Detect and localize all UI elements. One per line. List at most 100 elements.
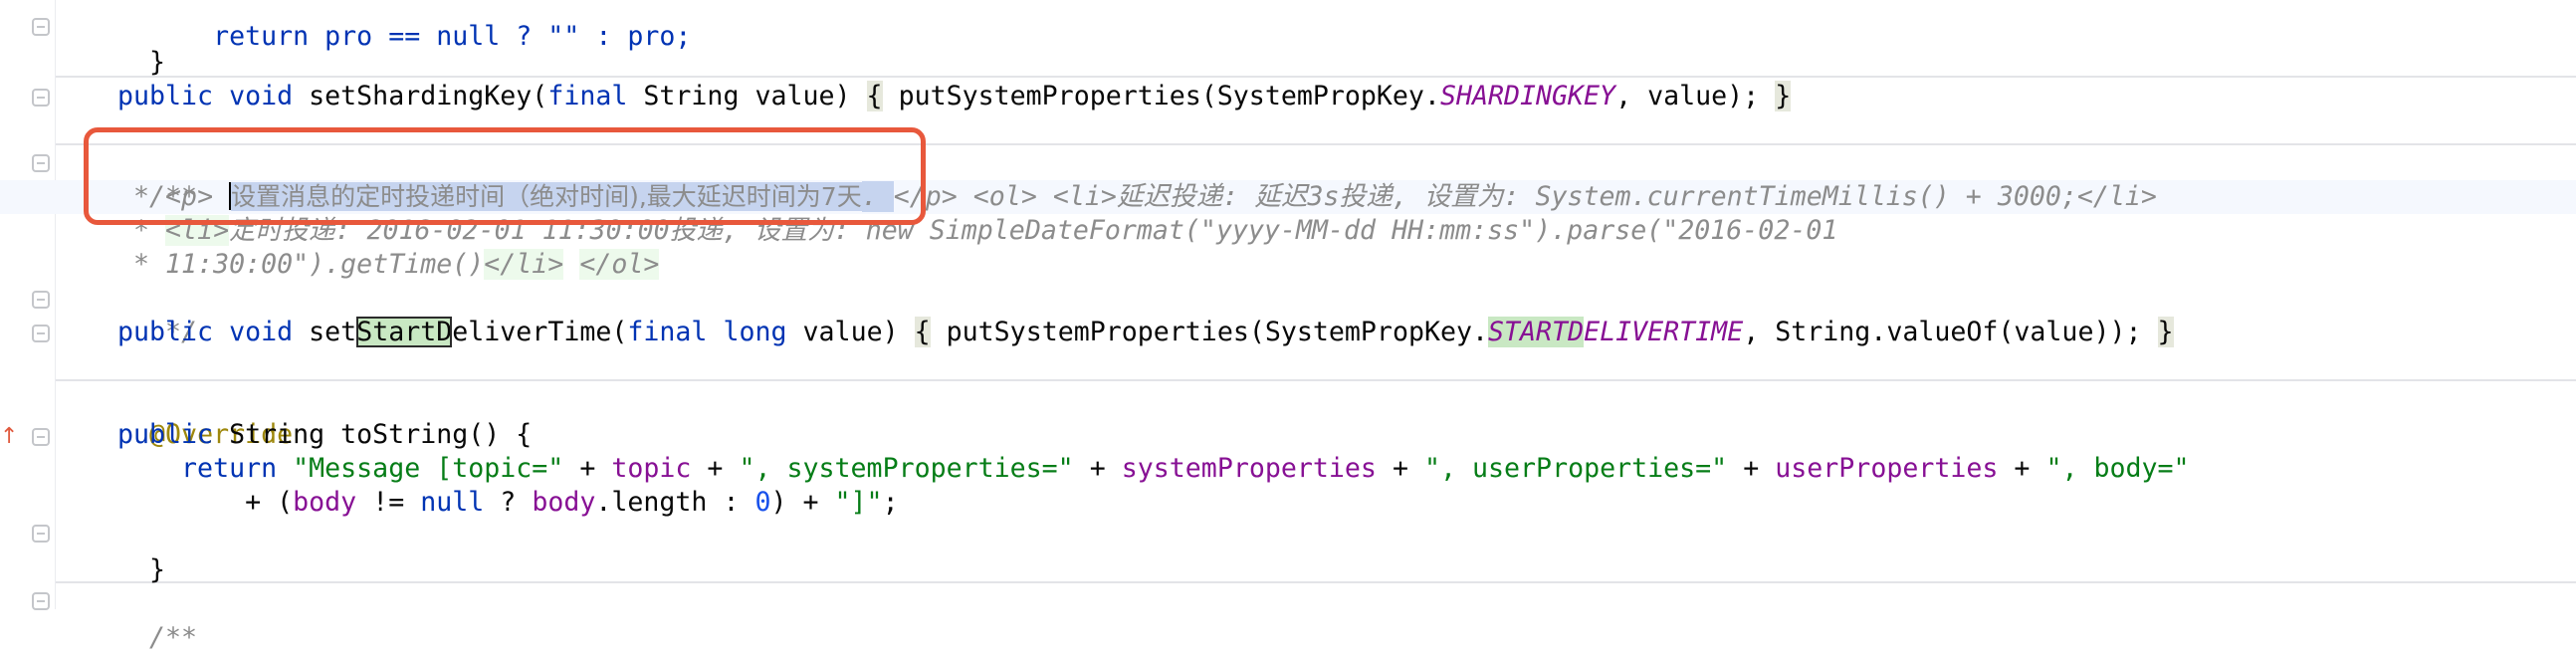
code-token: </p> <ol> <li> — [893, 181, 1117, 212]
code-token: String toString() { — [229, 419, 533, 450]
code-token: ELIVERTIME — [1584, 317, 1744, 347]
code-token: set — [309, 317, 357, 347]
code-token: null — [420, 487, 485, 518]
code-token: * 11:30:00").getTime() — [117, 249, 485, 280]
method-separator — [56, 379, 2576, 381]
code-line-set-start-deliver-time[interactable]: public void setStartDeliverTime(final lo… — [117, 316, 2174, 349]
code-token: } — [149, 47, 166, 78]
doc-comment-line[interactable]: */ — [117, 282, 197, 347]
code-line[interactable]: } — [117, 12, 165, 78]
code-token: putSystemProperties(SystemPropKey. — [882, 81, 1440, 111]
fold-icon[interactable] — [32, 18, 50, 36]
code-token: value) — [802, 317, 915, 347]
code-token: /** — [149, 622, 198, 653]
code-token: </li> — [484, 249, 564, 280]
code-token: } — [2157, 317, 2174, 347]
code-line-to-string[interactable]: public String toString() { — [117, 418, 532, 452]
code-line-set-sharding-key[interactable]: public void setShardingKey(final String … — [117, 80, 1792, 113]
code-token: final — [627, 317, 724, 347]
code-line[interactable]: + (body != null ? body.length : 0) + "]"… — [117, 486, 899, 520]
code-token: .length : — [595, 487, 755, 518]
code-token: + — [1073, 453, 1122, 484]
selected-text: 设置消息的定时投递时间（绝对时间),最大延迟时间为7天 — [231, 182, 862, 211]
fold-icon[interactable] — [32, 325, 50, 342]
code-token: userProperties — [1775, 453, 1999, 484]
code-token: @Override — [149, 419, 294, 450]
code-token: SHARDINGKEY — [1439, 81, 1616, 111]
code-token: + — [1998, 453, 2046, 484]
doc-comment-line[interactable]: /** — [117, 587, 197, 653]
search-match: StartD — [356, 317, 453, 347]
code-token: <p> — [165, 181, 230, 212]
method-separator — [56, 76, 2576, 78]
code-token: return — [117, 453, 294, 484]
code-token: , String. — [1743, 317, 1887, 347]
code-token: + — [691, 453, 740, 484]
annotation-line[interactable]: @Override — [117, 384, 293, 450]
code-token: /** — [149, 181, 198, 212]
search-match: STARTD — [1488, 317, 1585, 347]
text-caret — [229, 182, 232, 210]
method-separator — [56, 143, 2576, 145]
code-token: </li> — [2076, 181, 2157, 212]
code-token: } — [1775, 81, 1792, 111]
code-token: public — [117, 317, 230, 347]
code-token: public — [117, 419, 230, 450]
code-token: systemProperties — [1121, 453, 1377, 484]
fold-icon[interactable] — [32, 525, 50, 543]
code-token: ", systemProperties=" — [739, 453, 1074, 484]
code-token: + ( — [117, 487, 294, 518]
code-token: + — [1376, 453, 1424, 484]
doc-comment-line[interactable]: * 11:30:00").getTime()</li> </ol> — [117, 248, 660, 282]
code-token: != — [356, 487, 421, 518]
method-separator — [56, 581, 2576, 583]
code-token: ; — [882, 487, 899, 518]
fold-icon[interactable] — [32, 592, 50, 610]
fold-icon[interactable] — [32, 428, 50, 446]
code-token: void — [229, 317, 310, 347]
code-token: setShardingKey( — [309, 81, 548, 111]
code-token: void — [229, 81, 310, 111]
doc-comment-line[interactable]: * <p> 设置消息的定时投递时间（绝对时间),最大延迟时间为7天. </p> … — [117, 180, 2157, 214]
code-token: * — [117, 181, 166, 212]
code-token: public — [117, 81, 230, 111]
code-line[interactable]: } — [117, 520, 165, 585]
code-token: ) + — [770, 487, 835, 518]
code-token: ", userProperties=" — [1423, 453, 1728, 484]
code-token: final — [547, 81, 644, 111]
code-token: "Message [topic=" — [293, 453, 564, 484]
code-token: + — [1727, 453, 1776, 484]
doc-comment-line[interactable]: /** — [117, 146, 197, 212]
code-token: ", body=" — [2045, 453, 2190, 484]
code-token — [563, 249, 579, 280]
fold-icon[interactable] — [32, 154, 50, 172]
code-token: long — [723, 317, 803, 347]
code-token: ? — [484, 487, 533, 518]
code-token: */ — [149, 317, 198, 347]
code-token: "]" — [834, 487, 883, 518]
code-token: 0 — [754, 487, 771, 518]
code-token: , value); — [1615, 81, 1776, 111]
code-token: </ol> — [579, 249, 660, 280]
code-token: body — [293, 487, 357, 518]
code-token: body — [532, 487, 596, 518]
code-token: . — [861, 181, 894, 212]
code-token: return pro == null ? "" : pro; — [149, 21, 692, 52]
code-line[interactable]: return "Message [topic=" + topic + ", sy… — [117, 452, 2190, 486]
code-token: 延迟投递: 延迟3s投递, 设置为: System.currentTimeMil… — [1116, 181, 2077, 212]
gutter-divider — [55, 0, 56, 609]
code-token: putSystemProperties(SystemPropKey. — [930, 317, 1489, 347]
code-token: { — [914, 317, 931, 347]
code-token: eliverTime( — [452, 317, 628, 347]
code-token: } — [149, 554, 166, 585]
highlight-callout-box — [84, 127, 926, 225]
code-token: topic — [611, 453, 692, 484]
code-line[interactable]: return pro == null ? "" : pro; — [117, 0, 691, 52]
override-arrow-icon[interactable]: ↑ — [0, 424, 19, 449]
code-token: valueOf(value)); — [1886, 317, 2158, 347]
code-token: String value) — [643, 81, 867, 111]
fold-icon[interactable] — [32, 89, 50, 107]
code-token: { — [866, 81, 883, 111]
code-token: + — [563, 453, 612, 484]
fold-icon[interactable] — [32, 291, 50, 309]
